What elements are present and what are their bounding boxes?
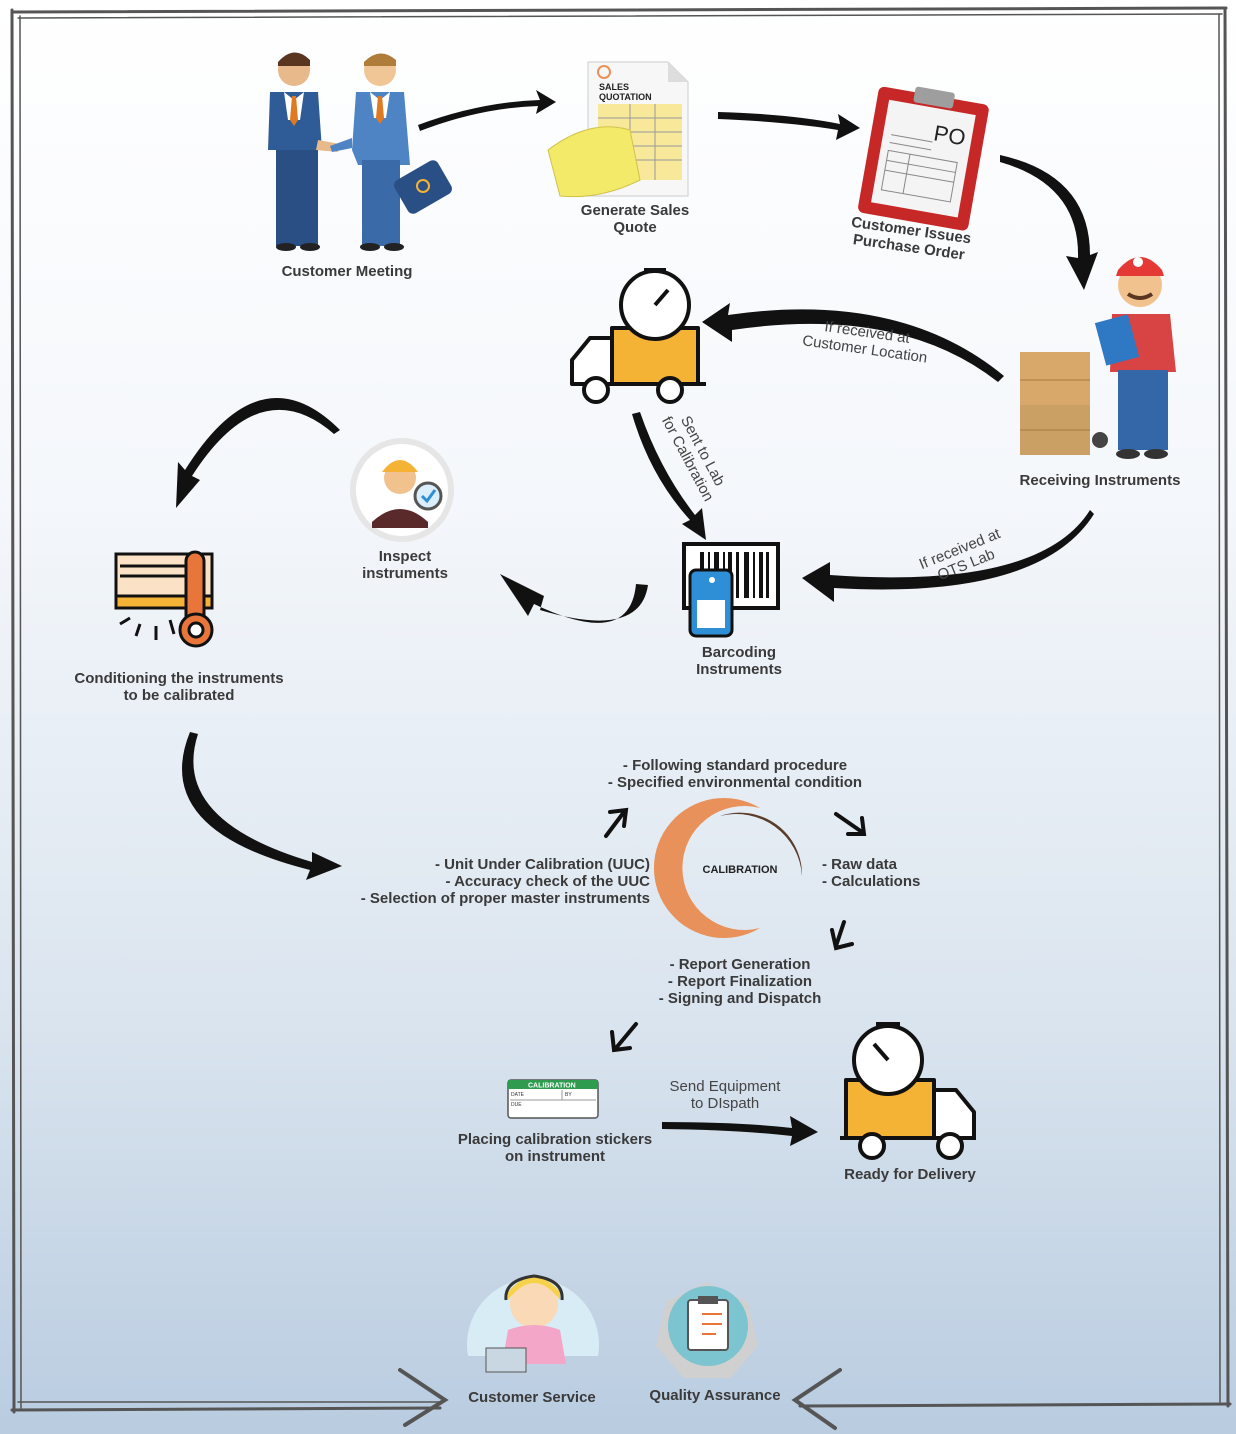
arrow-sticker-to-delivery xyxy=(662,1116,818,1146)
calibration-sticker-icon: CALIBRATION DATE BY DUE xyxy=(507,1079,599,1119)
sales-quote-icon xyxy=(547,61,689,198)
barcode-scanner-icon xyxy=(682,542,780,638)
inspector-icon xyxy=(350,438,454,542)
delivery-man-icon xyxy=(1020,257,1176,459)
purchase-order-icon: PO xyxy=(858,86,989,231)
svg-text:DUE: DUE xyxy=(511,1102,522,1108)
label-procedure-steps: - Following standard procedure - Specifi… xyxy=(607,757,863,791)
calibration-ring-icon xyxy=(653,798,803,938)
conditioning-icon xyxy=(114,550,214,648)
svg-text:DATE: DATE xyxy=(511,1092,525,1098)
flow-arrows xyxy=(176,90,1098,1146)
arrow-po-to-receiving xyxy=(1000,155,1098,290)
label-report-steps: - Report Generation - Report Finalizatio… xyxy=(658,956,822,1007)
arrow-receiving-to-barcode xyxy=(802,510,1094,602)
frame-border xyxy=(10,6,1232,1414)
label-conditioning: Conditioning the instruments to be calib… xyxy=(74,670,284,704)
arrow-inspect-to-conditioning xyxy=(176,398,340,508)
label-ready-delivery: Ready for Delivery xyxy=(844,1166,976,1183)
arrow-meeting-to-quote xyxy=(418,90,556,131)
frame-arrow-left xyxy=(791,1368,842,1430)
label-customer-service: Customer Service xyxy=(468,1389,596,1406)
label-raw-data-steps: - Raw data - Calculations xyxy=(822,856,921,890)
label-quality-assurance: Quality Assurance xyxy=(649,1387,781,1404)
support-agent-icon xyxy=(467,1274,600,1373)
arrow-receiving-to-truck xyxy=(702,303,1004,382)
label-generate-quote: Generate Sales Quote xyxy=(580,202,690,236)
label-barcoding: Barcoding Instruments xyxy=(696,644,782,678)
label-receiving: Receiving Instruments xyxy=(1019,472,1181,489)
label-uuc-steps: - Unit Under Calibration (UUC) - Accurac… xyxy=(360,856,650,907)
label-stickers: Placing calibration stickers on instrume… xyxy=(457,1131,653,1165)
calibration-small-arrows xyxy=(604,807,867,1053)
timer-truck-icon xyxy=(570,268,706,404)
calibration-center-label: CALIBRATION xyxy=(702,864,778,876)
arrow-conditioning-to-uuc xyxy=(182,732,342,880)
svg-text:CALIBRATION: CALIBRATION xyxy=(528,1083,576,1090)
svg-text:BY: BY xyxy=(565,1092,572,1098)
qa-clipboard-icon xyxy=(656,1282,758,1378)
frame-arrow-right xyxy=(398,1368,449,1427)
arrow-truck-to-barcode xyxy=(632,412,706,540)
label-inspect: Inspect instruments xyxy=(362,548,448,582)
handshake-icon xyxy=(268,52,452,251)
po-text: PO xyxy=(932,120,968,150)
arrow-quote-to-po xyxy=(718,112,860,140)
edge-label-send-dispatch: Send Equipment to DIspath xyxy=(669,1078,781,1112)
label-customer-meeting: Customer Meeting xyxy=(281,263,413,280)
delivery-truck-icon xyxy=(840,1022,976,1160)
arrow-barcode-to-inspect xyxy=(500,574,648,623)
